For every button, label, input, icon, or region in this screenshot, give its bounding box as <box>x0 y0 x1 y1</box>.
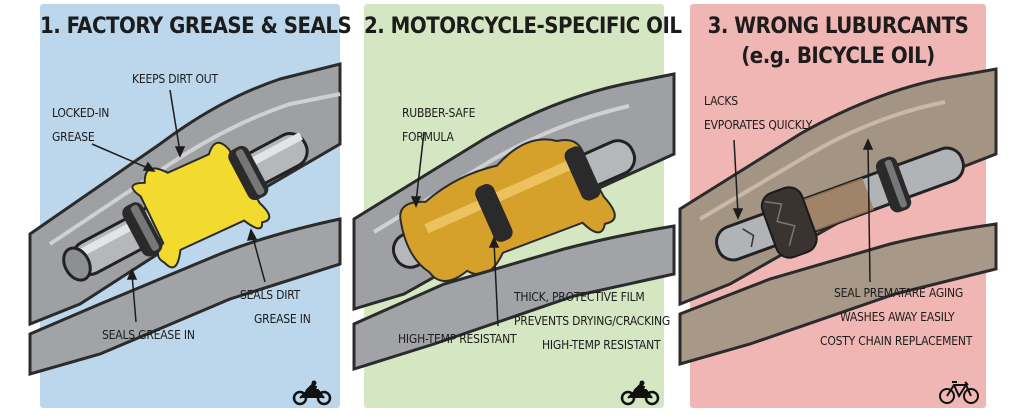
label-high-temp-right: HIGH-TEMP RESISTANT <box>542 338 661 352</box>
label-thick-film: THICK, PROTECTIVE FILM <box>514 290 645 304</box>
label-keeps-dirt-out: KEEPS DIRT OUT <box>132 72 218 86</box>
panel-3-title-line1: 3. WRONG LUBURCANTS <box>707 14 969 39</box>
chain-link-illustration <box>678 67 998 366</box>
label-rubber-safe: RUBBER-SAFE <box>402 106 476 120</box>
label-costly: COSTY CHAIN REPLACEMENT <box>820 334 973 348</box>
label-high-temp-left: HIGH-TEMP RESISTANT <box>398 332 517 346</box>
panel-wrong-lubricants: 3. WRONG LUBURCANTS (e.g. BICYCLE OIL) L… <box>678 4 998 408</box>
label-locked-in: LOCKED-IN <box>52 106 110 120</box>
panel-3-title-line2: (e.g. BICYCLE OIL) <box>741 44 935 69</box>
panel-2-title: 2. MOTORCYCLE-SPECIFIC OIL <box>364 14 682 39</box>
label-grease: GREASE <box>52 130 95 144</box>
label-seal-aging: SEAL PREMATARE AGING <box>834 286 964 300</box>
label-seals-dirt: SEALS DIRT <box>240 288 301 302</box>
motorcycle-icon <box>292 380 332 406</box>
panel-factory-grease: 1. FACTORY GREASE & SEALS KEEPS DIRT OUT… <box>28 4 352 408</box>
panel-1-title: 1. FACTORY GREASE & SEALS <box>40 14 352 39</box>
label-lacks: LACKS <box>704 94 738 108</box>
label-formula: FORMULA <box>402 130 454 144</box>
chain-link-illustration <box>352 72 676 372</box>
chain-link-illustration <box>28 62 342 376</box>
motorcycle-icon <box>620 380 660 406</box>
label-washes-away: WASHES AWAY EASILY <box>840 310 955 324</box>
label-prevents-drying: PREVENTS DRYING/CRACKING <box>514 314 671 328</box>
label-grease-in: GREASE IN <box>254 312 311 326</box>
label-seals-grease-in: SEALS GREASE IN <box>102 328 195 342</box>
bicycle-icon <box>939 381 979 404</box>
panel-motorcycle-oil: 2. MOTORCYCLE-SPECIFIC OIL RUBBER-SAFE F… <box>352 4 682 408</box>
label-evaporates: EVPORATES QUICKLY <box>704 118 813 132</box>
